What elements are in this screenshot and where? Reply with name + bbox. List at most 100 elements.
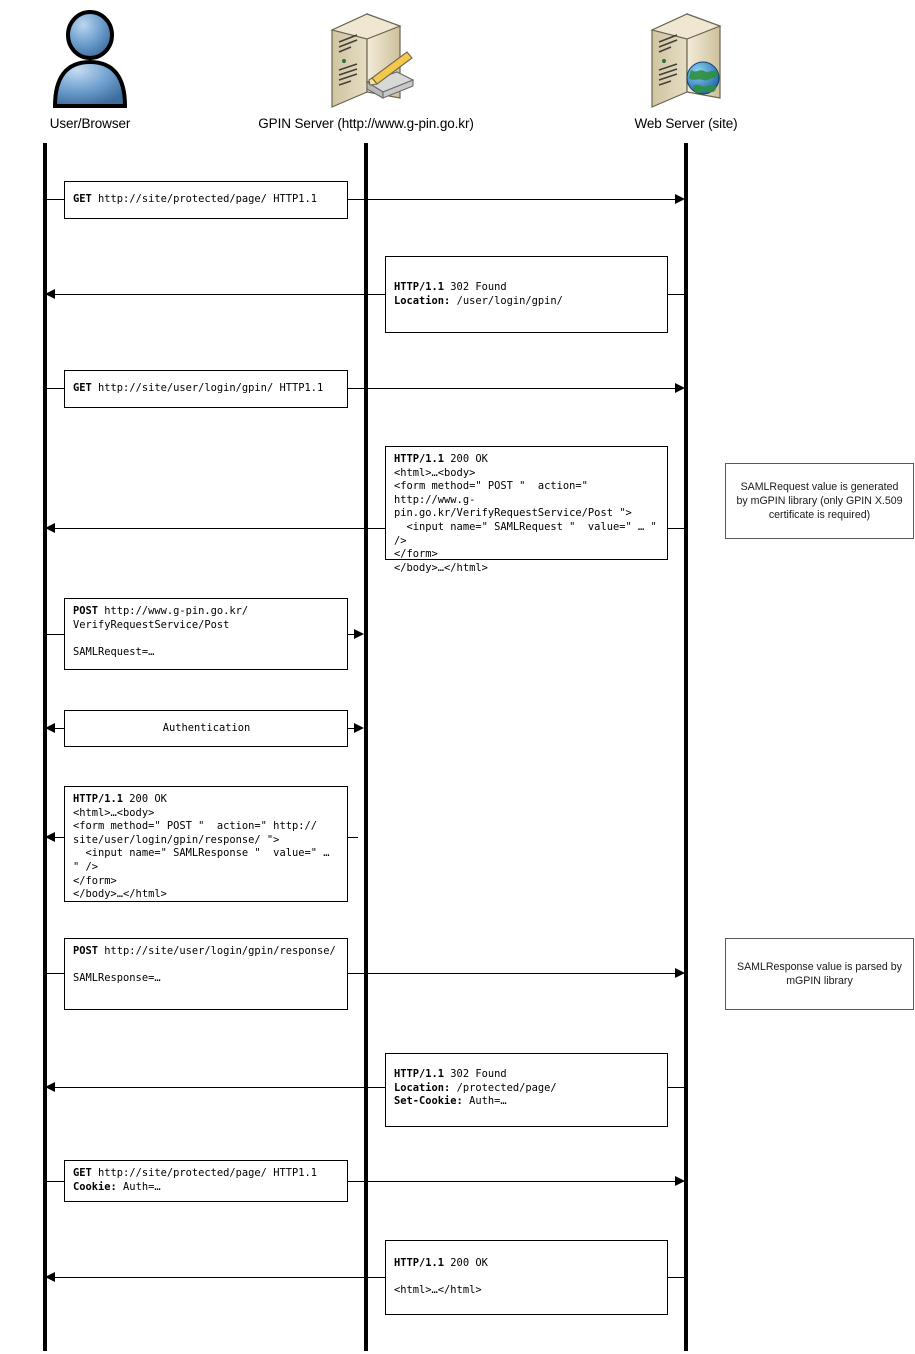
message-text: http://site/user/login/gpin/ HTTP1.1 xyxy=(91,382,324,395)
message-line: site/user/login/gpin/response/ "> xyxy=(73,834,340,848)
message-gpin-response-with-samlresponse-form[interactable]: HTTP/1.1 200 OK <html>…<body> <form meth… xyxy=(64,786,348,902)
actor-web-server-label: Web Server (site) xyxy=(634,116,738,131)
arrow-line-get-protected-page xyxy=(45,199,679,200)
message-line: Authentication xyxy=(163,722,251,736)
arrow-head-redirect-to-gpin-login xyxy=(45,289,55,299)
lifeline-gpin-server xyxy=(364,143,368,1351)
lifeline-user xyxy=(43,143,47,1351)
message-line: <form method=" POST " action=" http:// xyxy=(73,820,340,834)
arrow-head-authentication-to-user xyxy=(45,723,55,733)
message-line: </form> xyxy=(73,875,340,889)
message-line: <input name=" SAMLRequest " value=" … " … xyxy=(394,521,660,548)
message-keyword: HTTP/1.1 xyxy=(73,793,124,805)
message-redirect-to-gpin-login[interactable]: HTTP/1.1 302 Found Location: /user/login… xyxy=(385,256,668,333)
message-line: pin.go.kr/VerifyRequestService/Post "> xyxy=(394,507,660,521)
message-get-protected-page-with-cookie[interactable]: GET http://site/protected/page/ HTTP1.1 … xyxy=(64,1160,348,1202)
message-text: <input name=" SAMLRequest " value=" … " … xyxy=(394,520,664,547)
arrow-line-get-gpin-login-page xyxy=(45,388,679,389)
message-line: VerifyRequestService/Post xyxy=(73,619,340,633)
message-line: <form method=" POST " action=" http://ww… xyxy=(394,480,660,507)
arrow-line-redirect-with-auth-cookie xyxy=(55,1087,685,1088)
message-line: <html>…<body> xyxy=(394,467,660,481)
actor-user-label: User/Browser xyxy=(49,116,131,131)
message-text: </body>…</html> xyxy=(73,888,167,901)
message-text: Authentication xyxy=(162,721,251,734)
note-samlresponse-parsing: SAMLResponse value is parsed by mGPIN li… xyxy=(725,938,914,1010)
message-line: POST http://site/user/login/gpin/respons… xyxy=(73,945,340,959)
user-actor-icon xyxy=(0,8,180,116)
actor-gpin-server[interactable]: GPIN Server (http://www.g-pin.go.kr) xyxy=(216,8,516,131)
message-line: <html>…<body> xyxy=(73,807,340,821)
message-post-samlresponse-to-site[interactable]: POST http://site/user/login/gpin/respons… xyxy=(64,938,348,1010)
message-keyword: HTTP/1.1 xyxy=(394,280,445,293)
message-login-page-with-samlrequest-form[interactable]: HTTP/1.1 200 OK <html>…<body> <form meth… xyxy=(385,446,668,574)
message-text: </form> xyxy=(73,874,117,887)
message-text: <html>…<body> xyxy=(394,466,476,479)
message-line: POST http://www.g-pin.go.kr/ xyxy=(73,605,340,619)
message-text: /protected/page/ xyxy=(450,1081,557,1094)
message-line: Set-Cookie: Auth=… xyxy=(394,1095,660,1109)
message-line: HTTP/1.1 302 Found xyxy=(394,281,660,295)
message-authentication[interactable]: Authentication xyxy=(64,710,348,747)
message-keyword: HTTP/1.1 xyxy=(394,1068,445,1080)
message-text: SAMLRequest=… xyxy=(73,645,155,658)
message-keyword: HTTP/1.1 xyxy=(394,1257,445,1270)
arrow-line-protected-page-content xyxy=(55,1277,685,1278)
message-line: HTTP/1.1 200 OK xyxy=(394,1257,660,1271)
message-keyword: Location: xyxy=(394,1081,451,1094)
message-text: <input name=" SAMLResponse " value=" … "… xyxy=(73,847,336,873)
message-text: site/user/login/gpin/response/ "> xyxy=(73,833,280,846)
message-post-samlrequest-to-gpin[interactable]: POST http://www.g-pin.go.kr/ VerifyReque… xyxy=(64,598,348,670)
message-protected-page-content[interactable]: HTTP/1.1 200 OK <html>…</html> xyxy=(385,1240,668,1315)
arrow-head-gpin-response-with-samlresponse-form xyxy=(45,832,55,842)
message-keyword: Location: xyxy=(394,294,451,307)
arrow-head-post-samlrequest-to-gpin xyxy=(354,629,364,639)
message-text: Auth=… xyxy=(462,1095,507,1108)
message-text: 302 Found xyxy=(444,280,507,293)
message-line: HTTP/1.1 200 OK xyxy=(394,453,660,467)
message-text: /user/login/gpin/ xyxy=(450,294,563,307)
arrow-line-redirect-to-gpin-login xyxy=(55,294,685,295)
message-get-gpin-login-page[interactable]: GET http://site/user/login/gpin/ HTTP1.1 xyxy=(64,370,348,408)
message-line: SAMLResponse=… xyxy=(73,972,340,986)
message-keyword: GET xyxy=(73,193,92,206)
message-line: Location: /user/login/gpin/ xyxy=(394,295,660,309)
message-text: <html>…<body> xyxy=(73,806,155,819)
message-keyword: Cookie: xyxy=(73,1181,117,1193)
message-text: <form method=" POST " action=" http:// xyxy=(73,820,317,833)
server-pen-icon xyxy=(216,8,516,116)
message-text: http://www.g-pin.go.kr/ xyxy=(98,605,249,617)
message-line: GET http://site/user/login/gpin/ HTTP1.1 xyxy=(73,382,340,396)
message-line: </body>…</html> xyxy=(73,888,340,902)
message-text: </body>…</html> xyxy=(394,561,488,574)
message-text: 200 OK xyxy=(123,793,167,805)
message-line: GET http://site/protected/page/ HTTP1.1 xyxy=(73,1167,340,1181)
arrow-head-authentication-to-gpin xyxy=(354,723,364,733)
message-redirect-with-auth-cookie[interactable]: HTTP/1.1 302 Found Location: /protected/… xyxy=(385,1053,668,1127)
message-text: http://site/user/login/gpin/response/ xyxy=(98,945,336,957)
message-text: http://site/protected/page/ HTTP1.1 xyxy=(91,1167,317,1180)
message-line: </form> xyxy=(394,548,660,562)
message-line: Location: /protected/page/ xyxy=(394,1082,660,1096)
lifeline-web-server xyxy=(684,143,688,1351)
message-text: 302 Found xyxy=(444,1068,507,1080)
message-keyword: GET xyxy=(73,382,92,395)
arrow-line-login-page-with-samlrequest-form xyxy=(55,528,685,529)
arrow-line-get-protected-page-with-cookie xyxy=(45,1181,679,1182)
actor-user[interactable]: User/Browser xyxy=(0,8,180,131)
server-globe-icon xyxy=(566,8,806,116)
actor-web-server[interactable]: Web Server (site) xyxy=(566,8,806,131)
message-keyword: POST xyxy=(73,605,99,617)
arrow-head-protected-page-content xyxy=(45,1272,55,1282)
message-keyword: Set-Cookie: xyxy=(394,1095,463,1108)
note-text: SAMLRequest value is generated by mGPIN … xyxy=(736,481,903,521)
message-text: SAMLResponse=… xyxy=(73,972,161,985)
arrow-head-post-samlresponse-to-site xyxy=(675,968,685,978)
message-text: 200 OK xyxy=(444,453,488,465)
arrow-head-get-protected-page-with-cookie xyxy=(675,1176,685,1186)
message-keyword: HTTP/1.1 xyxy=(394,453,445,465)
message-line: SAMLRequest=… xyxy=(73,646,340,660)
message-get-protected-page[interactable]: GET http://site/protected/page/ HTTP1.1 xyxy=(64,181,348,219)
message-text: VerifyRequestService/Post xyxy=(73,618,230,631)
